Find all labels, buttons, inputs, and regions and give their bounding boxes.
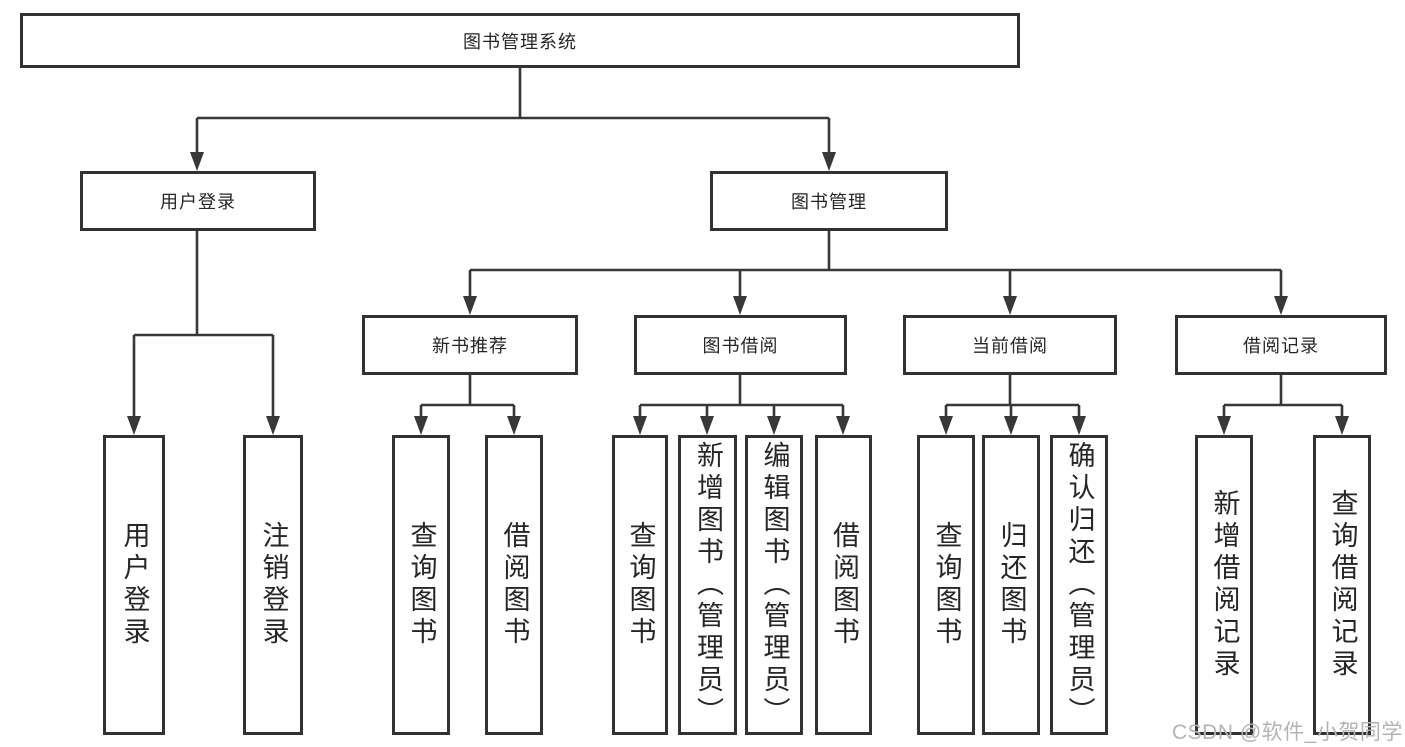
node-new-book-recommend: 新书推荐	[362, 315, 578, 375]
node-root-system: 图书管理系统	[20, 13, 1020, 68]
node-leaf-borrow-books-bb: 借阅图书	[815, 435, 872, 735]
node-book-borrowing: 图书借阅	[634, 315, 847, 375]
node-borrow-records: 借阅记录	[1175, 315, 1387, 375]
node-leaf-return-books: 归还图书	[982, 435, 1040, 735]
node-label: 借阅图书	[499, 521, 530, 649]
node-label: 新增图书（管理员）	[693, 441, 723, 729]
node-label: 用户登录	[119, 521, 150, 649]
node-leaf-query-borrow-record: 查询借阅记录	[1313, 435, 1371, 735]
node-leaf-logout: 注销登录	[243, 435, 303, 735]
node-user-login: 用户登录	[80, 171, 316, 231]
csdn-watermark: CSDN @软件_小贺同学	[1172, 721, 1403, 744]
node-book-management: 图书管理	[710, 171, 948, 231]
node-leaf-confirm-return-admin: 确认归还（管理员）	[1050, 435, 1108, 735]
node-label: 注销登录	[258, 521, 289, 649]
node-label: 确认归还（管理员）	[1064, 441, 1095, 729]
node-leaf-query-books-cb: 查询图书	[917, 435, 975, 735]
node-label: 查询图书	[931, 521, 962, 649]
node-leaf-user-login: 用户登录	[103, 435, 165, 735]
node-label: 编辑图书（管理员）	[759, 441, 790, 729]
node-label: 归还图书	[996, 521, 1027, 649]
node-label: 借阅图书	[829, 521, 859, 649]
node-leaf-query-books-bb: 查询图书	[612, 435, 668, 735]
node-label: 查询图书	[625, 521, 656, 649]
node-leaf-add-books-admin: 新增图书（管理员）	[678, 435, 737, 735]
node-leaf-query-books-rec: 查询图书	[392, 435, 450, 735]
node-leaf-borrow-books-rec: 借阅图书	[485, 435, 543, 735]
node-leaf-add-borrow-record: 新增借阅记录	[1195, 435, 1253, 735]
node-label: 查询图书	[406, 521, 437, 649]
node-label: 查询借阅记录	[1327, 489, 1358, 681]
node-label: 新增借阅记录	[1209, 489, 1240, 681]
node-current-borrowing: 当前借阅	[903, 315, 1117, 375]
node-leaf-edit-books-admin: 编辑图书（管理员）	[745, 435, 803, 735]
